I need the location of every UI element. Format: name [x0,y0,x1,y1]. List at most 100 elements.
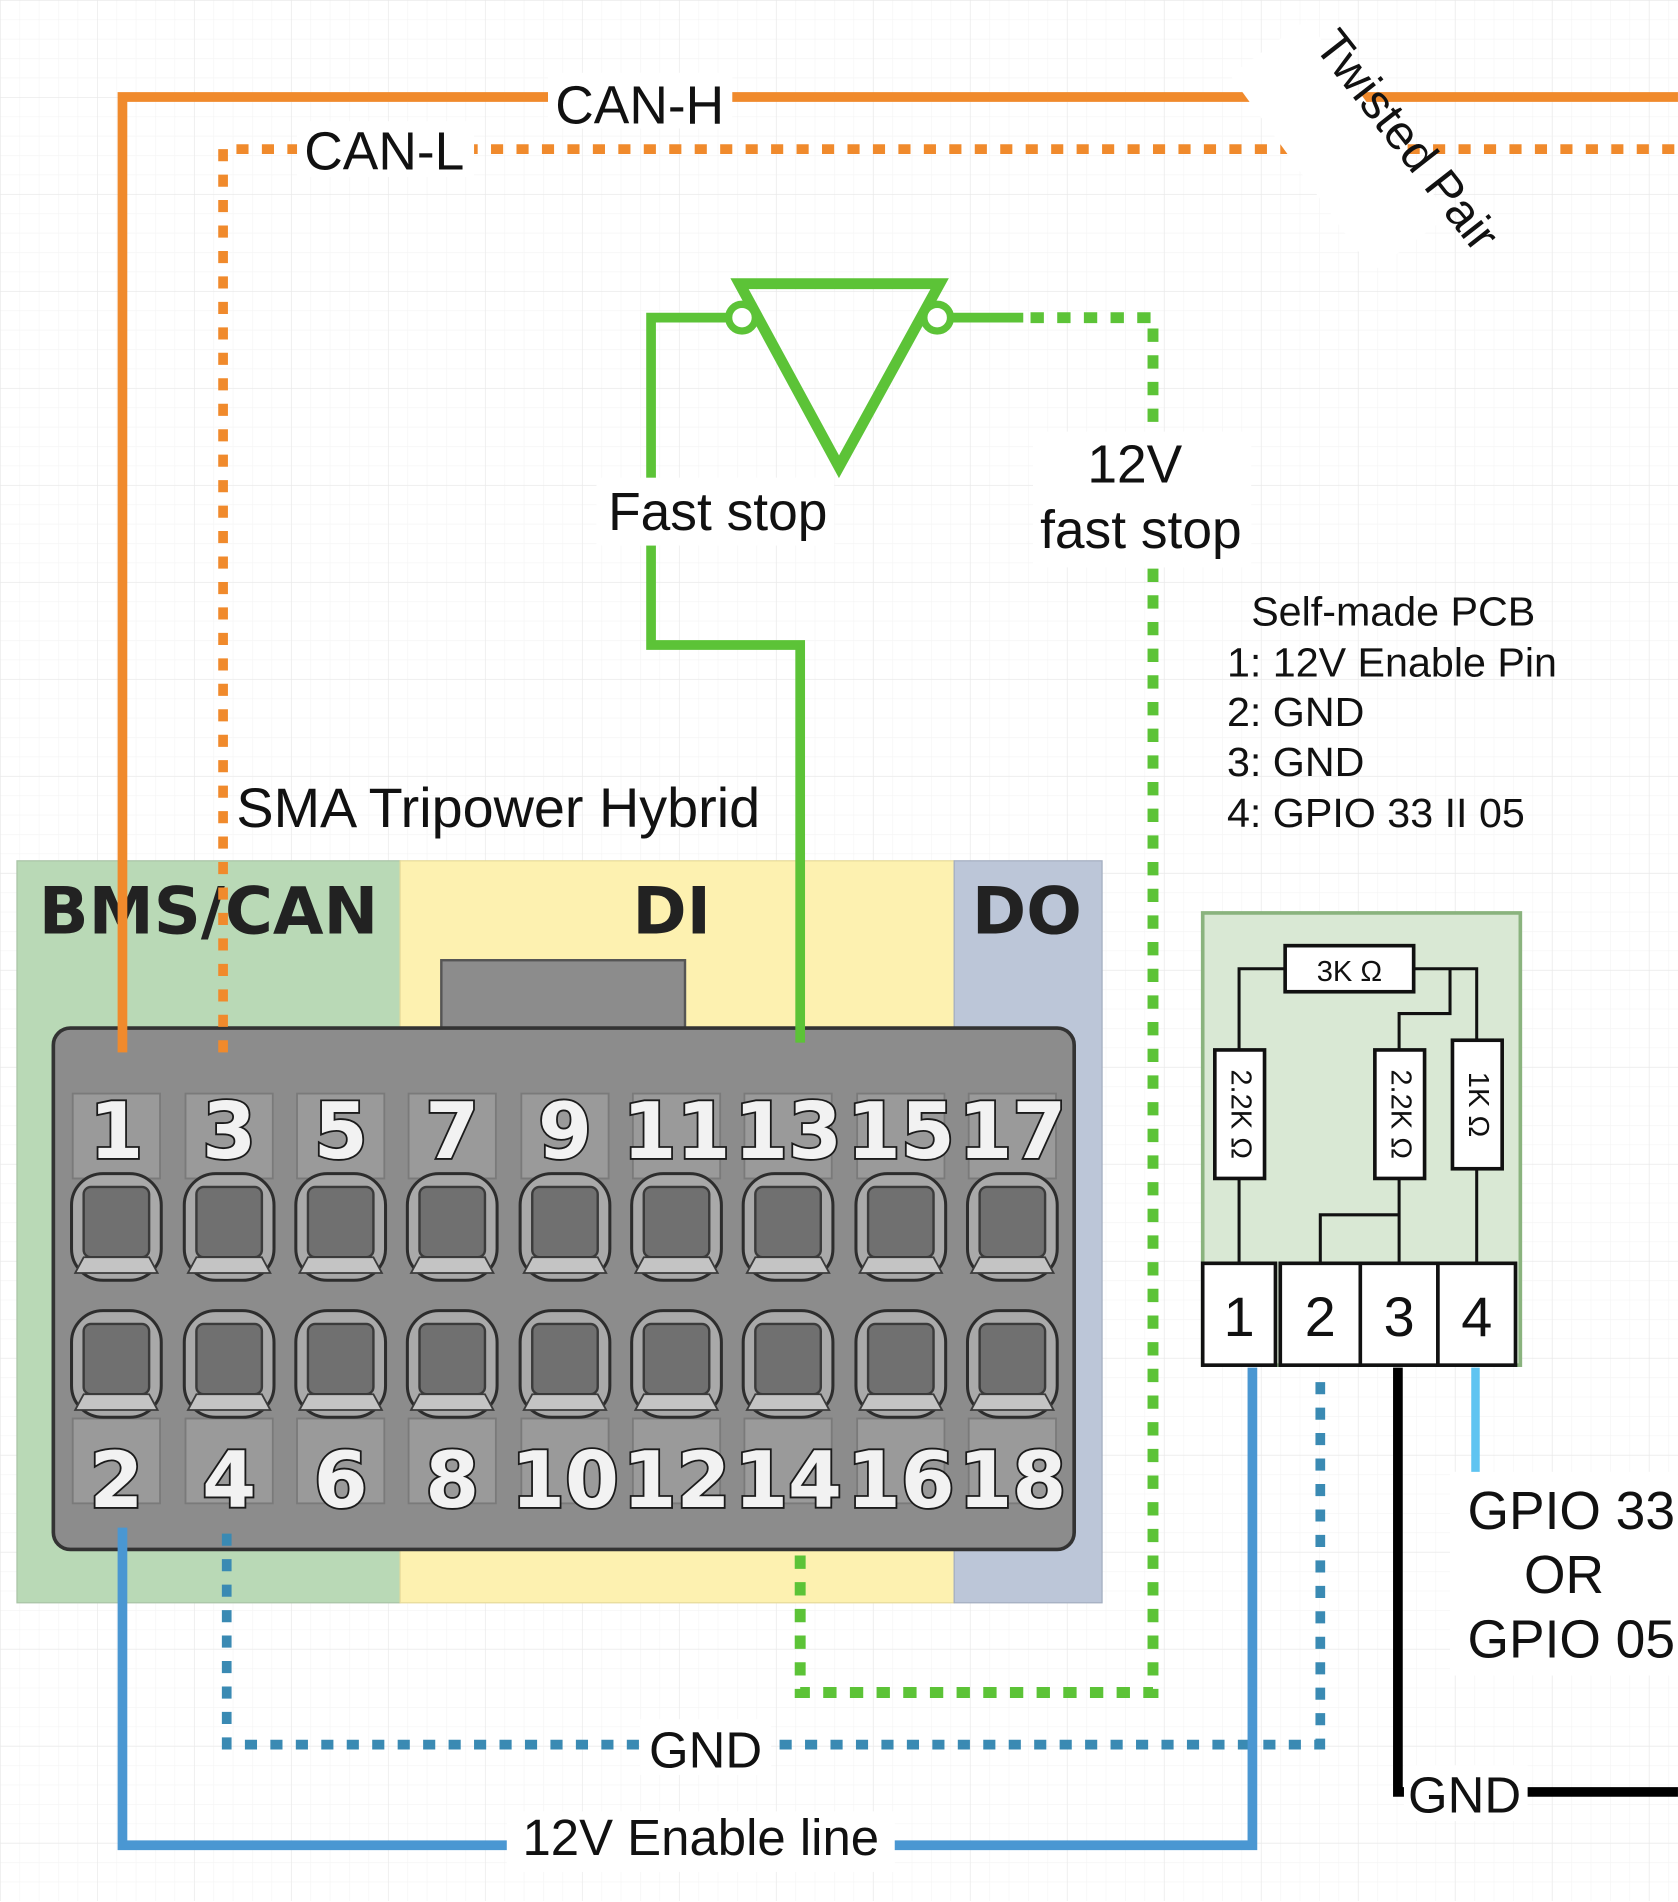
pcb-terminal-1 [1200,1261,1278,1367]
pin-number-bottom: 8 [425,1436,479,1526]
pin-socket-bottom [630,1309,723,1419]
pin-number-top: 13 [734,1087,842,1177]
pin-socket-top [294,1172,388,1282]
pcb-traces [1237,967,1479,1264]
pin-socket-top [965,1172,1059,1282]
pin-pad-top [296,1092,386,1180]
pin-number-bottom: 4 [202,1436,256,1526]
pin-pad-top [856,1092,946,1180]
pin-pad-top [184,1092,274,1180]
pin-number-top: 5 [314,1087,368,1177]
pcb-note-1: 1: 12V Enable Pin [1227,640,1557,686]
pin-pad-bottom [631,1417,722,1505]
pin-socket-top [741,1172,835,1282]
pin-pad-bottom [856,1417,946,1505]
pcb-terminal-4-label: 4 [1461,1286,1492,1348]
pcb-terminal-1-label: 1 [1224,1286,1255,1348]
pin-pad-top [520,1092,610,1180]
gnd-label: GND [649,1722,762,1779]
fast-stop-wiring: Fast stop 12V fast stop [596,278,1252,1698]
pin-number-top: 7 [425,1087,479,1177]
gate-input-bubble [725,300,759,335]
pcb-terminal-3 [1358,1261,1440,1367]
enable-wiring: 12V Enable line [117,1367,1258,1872]
resistor-3k-label: 3K Ω [1317,956,1382,988]
pin-number-top: 15 [847,1087,955,1177]
inverter-gate-symbol [730,278,949,479]
resistor-3k [1283,943,1416,994]
pin-socket-top [518,1172,612,1282]
pin-number-top: 3 [202,1087,256,1177]
pin-pad-top [631,1092,722,1180]
gpio-label-line1: GPIO 33 [1468,1482,1675,1541]
pin-socket-top [405,1172,499,1282]
pcb-board: 3K Ω 2.2K Ω 2.2K Ω 1K Ω 1 2 3 4 [1200,911,1523,1367]
pin-socket-top [70,1172,163,1282]
pin-pad-bottom [520,1417,610,1505]
can-l-label: CAN-L [304,123,464,182]
gate-output-bubble [920,300,955,335]
enable-line-label: 12V Enable line [522,1809,879,1866]
resistor-2k2-mid-label: 2.2K Ω [1384,1069,1416,1159]
fast-stop-wire [646,312,806,1043]
pcb-terminal-4 [1436,1261,1518,1367]
section-label-di: DI [632,874,711,950]
pcb-output-wiring: GND GPIO 33 OR GPIO 05 [1393,1367,1678,1824]
fast-stop-label: Fast stop [608,483,827,542]
section-label-bms: BMS/CAN [39,874,379,950]
pin-number-top: 17 [958,1087,1066,1177]
pcb-terminal-3-label: 3 [1384,1286,1415,1348]
pin-number-bottom: 10 [511,1436,619,1526]
pin-socket-top [854,1172,948,1282]
pin-number-bottom: 16 [847,1436,955,1526]
pin-socket-bottom [518,1309,612,1419]
fast-stop-12v-wire [794,312,1159,1698]
pcb-notes: Self-made PCB 1: 12V Enable Pin 2: GND 3… [1227,589,1557,836]
can-h-wire [117,92,1678,1053]
pcb-note-2: 2: GND [1227,689,1364,735]
gpio-label-line2: OR [1524,1546,1604,1605]
pin-number-bottom: 2 [89,1436,143,1526]
pin-socket-bottom [70,1309,163,1419]
pin-pad-bottom [967,1417,1057,1505]
resistor-1k-label: 1K Ω [1462,1072,1494,1137]
gpio-label-line3: GPIO 05 [1468,1610,1675,1669]
gnd-solid-wire [1393,1367,1678,1797]
pin-socket-bottom [294,1309,388,1419]
pin-number-bottom: 6 [314,1436,368,1526]
can-l-wire [218,144,1678,1053]
pin-pad-top [967,1092,1057,1180]
fast-stop-12v-label-line2: fast stop [1040,501,1242,560]
pin-pad-bottom [743,1417,833,1505]
pin-pad-top [407,1092,497,1180]
section-label-do: DO [972,874,1082,950]
gnd-right-label: GND [1408,1767,1521,1824]
sma-connector: BMS/CAN DI DO 12345678910111213141516171… [16,860,1103,1604]
pcb-note-4: 4: GPIO 33 II 05 [1227,790,1525,836]
pcb-note-title: Self-made PCB [1251,589,1535,635]
pin-socket-top [182,1172,276,1282]
pcb-note-3: 3: GND [1227,739,1364,785]
can-h-label: CAN-H [555,77,724,136]
pin-number-top: 1 [89,1087,143,1177]
pin-socket-bottom [741,1309,835,1419]
pin-number-bottom: 18 [958,1436,1066,1526]
resistor-2k2-left [1213,1048,1267,1181]
fast-stop-12v-label-line1: 12V [1087,436,1182,495]
connector-latch [440,959,687,1037]
pin-pad-bottom [296,1417,386,1505]
resistor-1k [1450,1038,1504,1171]
gnd-wiring: GND [221,1370,1326,1779]
pin-number-top: 9 [538,1087,592,1177]
pcb-terminal-2 [1278,1261,1363,1367]
pin-socket-bottom [405,1309,499,1419]
pin-socket-top [630,1172,723,1282]
pin-pad-top [71,1092,161,1180]
gnd-dotted-wire [221,1370,1326,1750]
connector-title: SMA Tripower Hybrid [236,777,760,839]
pin-pad-top [743,1092,833,1180]
